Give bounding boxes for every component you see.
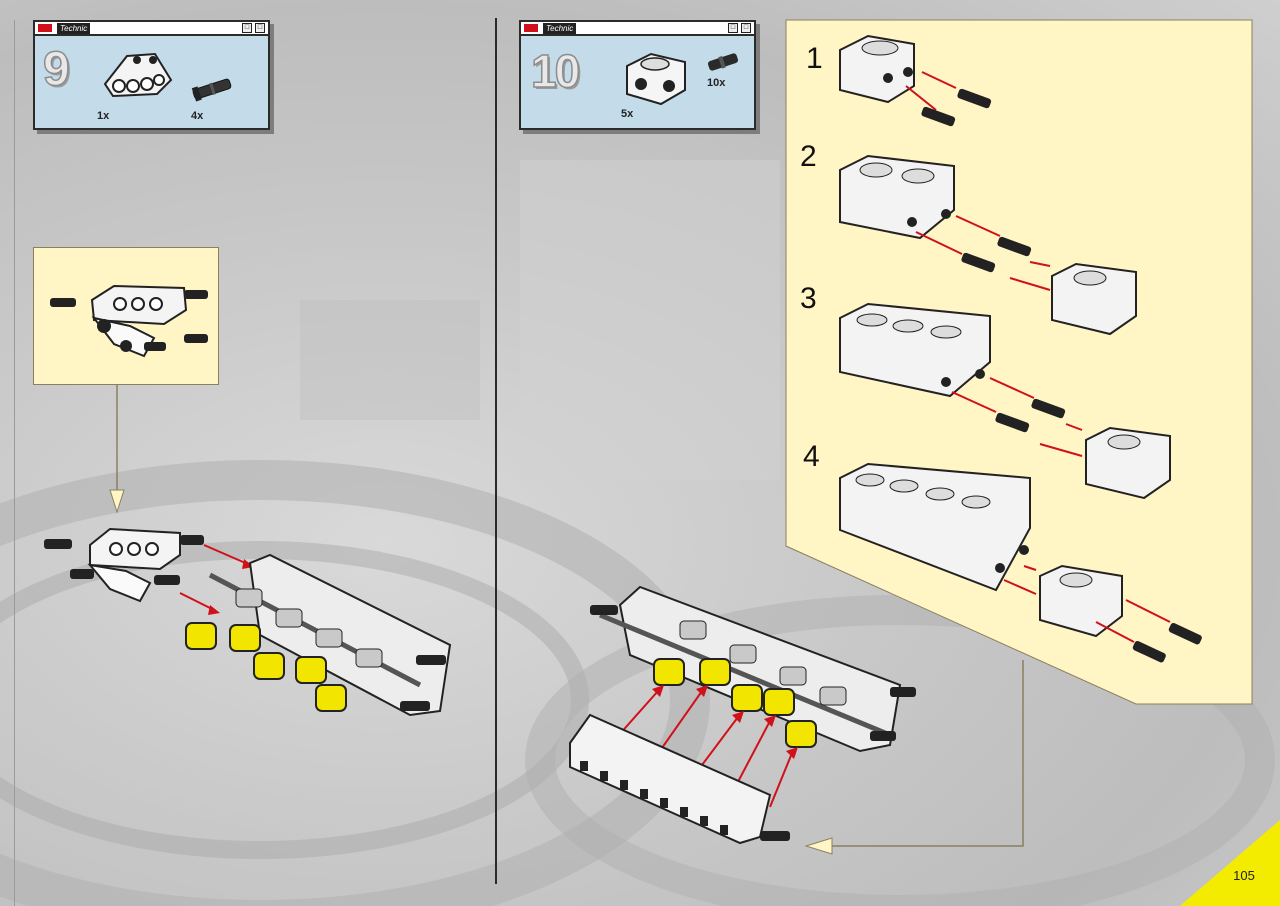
substep-label-3: 3 xyxy=(800,282,817,315)
liftarm-triangle-part xyxy=(103,52,173,98)
left-margin-rule xyxy=(14,20,15,906)
step10-main-assembly xyxy=(569,585,916,845)
step10-parts-window: Technic □ □ 10 5x 10x xyxy=(519,20,756,130)
page-number: 105 xyxy=(1233,868,1255,883)
friction-pin-part xyxy=(707,53,739,71)
step9-subassembly-panel xyxy=(33,247,219,385)
engine-block-part xyxy=(626,52,686,106)
window-title-bar: Technic □ □ xyxy=(35,22,268,36)
substep-label-4: 4 xyxy=(803,440,820,473)
step-divider xyxy=(495,18,497,884)
close-icon: □ xyxy=(255,23,265,33)
window-title-bar: Technic □ □ xyxy=(521,22,754,36)
step9-parts-window: Technic □ □ 9 1x 4x xyxy=(33,20,270,130)
step-number: 10 xyxy=(530,44,581,98)
minimize-icon: □ xyxy=(242,23,252,33)
lego-logo xyxy=(524,24,538,32)
substep-label-2: 2 xyxy=(800,140,817,173)
substep-label-1: 1 xyxy=(806,42,823,75)
window-title: Technic xyxy=(57,23,91,34)
step-number: 9 xyxy=(42,42,70,97)
part-qty-2: 4x xyxy=(191,110,204,122)
step9-main-assembly xyxy=(44,527,452,717)
minimize-icon: □ xyxy=(728,23,738,33)
part-qty-1: 5x xyxy=(621,108,634,120)
liftarm-assembly-illustration xyxy=(50,284,208,358)
axle-pin-part xyxy=(191,78,232,102)
window-title: Technic xyxy=(543,23,577,34)
part-qty-1: 1x xyxy=(97,110,110,122)
part-qty-2: 10x xyxy=(707,77,726,89)
close-icon: □ xyxy=(741,23,751,33)
lego-logo xyxy=(38,24,52,32)
